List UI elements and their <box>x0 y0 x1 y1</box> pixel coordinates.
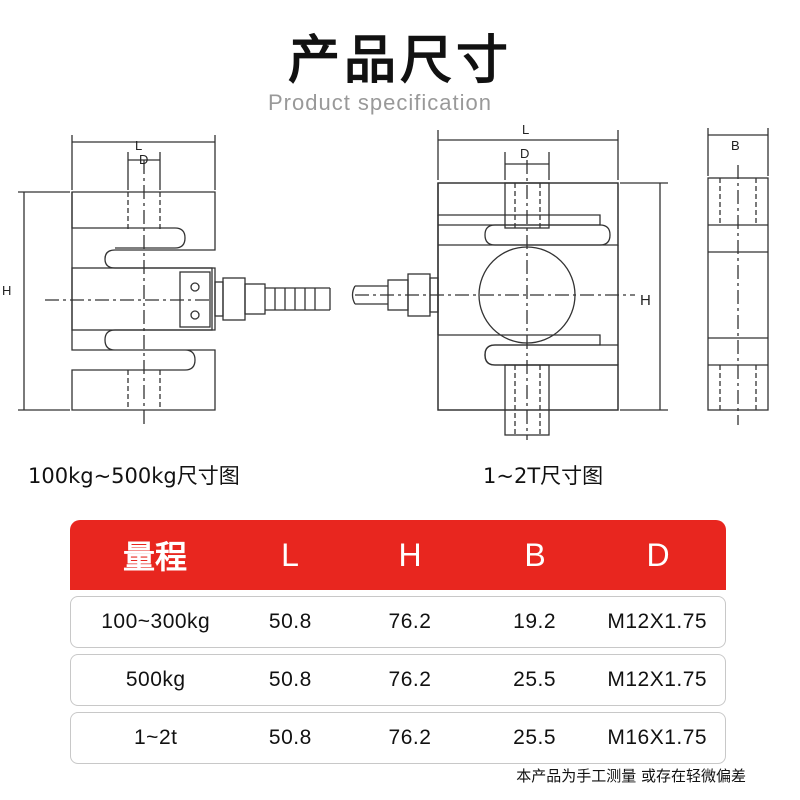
cell-l: 50.8 <box>268 668 312 691</box>
large-dim-l: L <box>522 122 529 137</box>
cell-h: 76.2 <box>388 610 432 633</box>
cell-l: 50.8 <box>268 610 312 633</box>
header-l: L <box>281 536 299 573</box>
cell-d: M12X1.75 <box>607 610 708 633</box>
cell-range: 1~2t <box>134 726 178 749</box>
spec-table-header: 量程 L H B D <box>70 520 726 590</box>
large-dim-h: H <box>640 292 651 309</box>
dimension-drawings: L D H L D H B <box>2 122 769 440</box>
small-dim-l: L <box>135 138 142 153</box>
small-drawing-caption: 100kg~500kg尺寸图 <box>28 464 240 488</box>
large-dim-b: B <box>731 138 740 153</box>
cell-range: 100~300kg <box>101 610 211 633</box>
cell-b: 25.5 <box>513 668 557 691</box>
large-sensor-outline <box>351 130 668 440</box>
cell-h: 76.2 <box>388 668 432 691</box>
table-row: 100~300kg 50.8 76.2 19.2 M12X1.75 <box>70 596 726 648</box>
table-row: 1~2t 50.8 76.2 25.5 M16X1.75 <box>70 712 726 764</box>
large-dim-d: D <box>520 146 529 161</box>
cell-h: 76.2 <box>388 726 432 749</box>
cell-b: 25.5 <box>513 726 557 749</box>
header-h: H <box>398 536 422 573</box>
spec-table: 量程 L H B D 100~300kg 50.8 76.2 19.2 M12X… <box>70 520 726 764</box>
side-view-outline <box>707 128 769 425</box>
cell-range: 500kg <box>125 668 186 691</box>
header-d: D <box>646 536 670 573</box>
large-drawing-caption: 1~2T尺寸图 <box>483 464 604 488</box>
page-title: 产品尺寸 <box>287 31 512 91</box>
cell-d: M16X1.75 <box>607 726 708 749</box>
header-range: 量程 <box>122 538 187 576</box>
cell-d: M12X1.75 <box>607 668 708 691</box>
header-b: B <box>524 536 546 573</box>
cell-l: 50.8 <box>268 726 312 749</box>
cell-b: 19.2 <box>513 610 557 633</box>
small-dim-d: D <box>139 152 148 167</box>
table-row: 500kg 50.8 76.2 25.5 M12X1.75 <box>70 654 726 706</box>
page-subtitle: Product specification <box>268 90 492 115</box>
measurement-note: 本产品为手工测量 或存在轻微偏差 <box>516 767 746 785</box>
small-sensor-outline <box>18 135 331 425</box>
small-dim-h: H <box>2 283 11 298</box>
